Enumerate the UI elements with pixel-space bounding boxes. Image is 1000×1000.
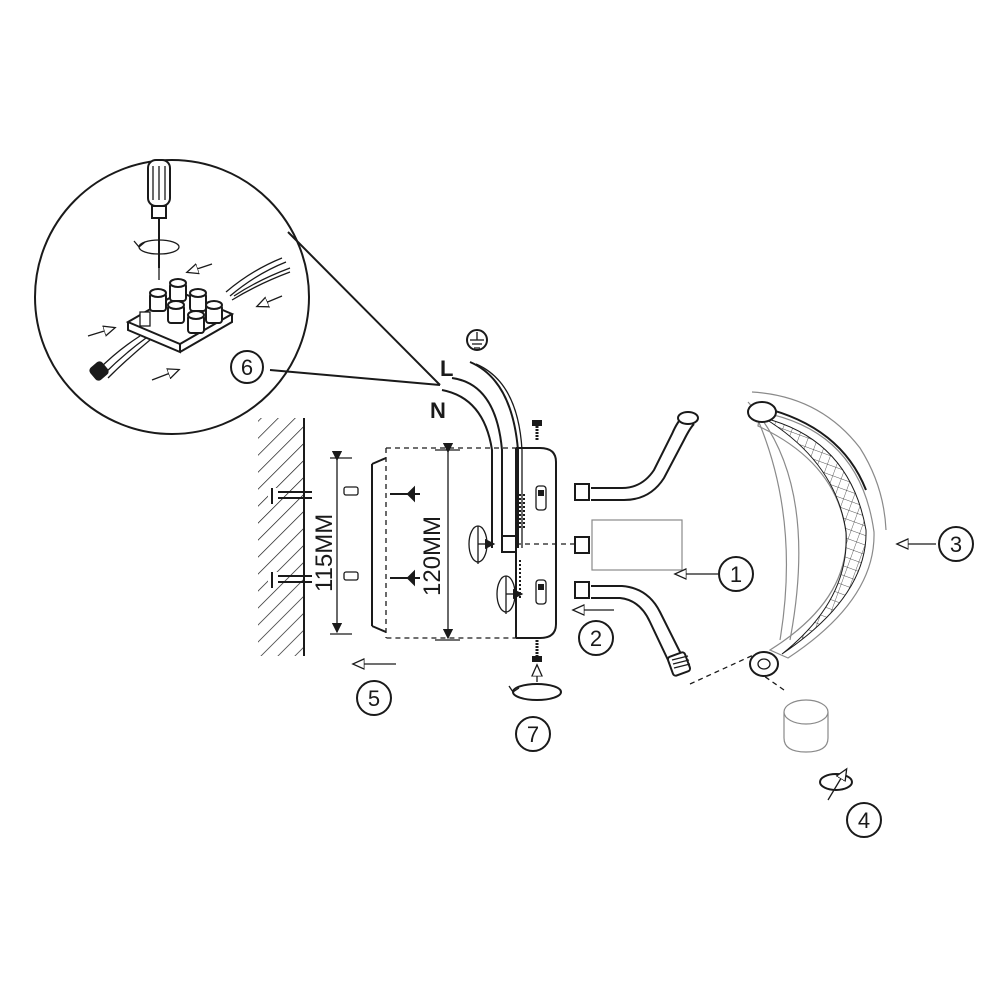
step-7-badge: 7 [515,716,551,752]
dimension-115mm-label: 115MM [311,514,338,592]
neutral-label: N [430,398,446,423]
terminal-block-detail: 6 [34,159,441,435]
mounting-screws [390,485,420,587]
step-3-badge: 3 [938,526,974,562]
plate-center-connector [501,535,576,553]
step-1-number: 1 [730,562,742,587]
end-cap [763,675,853,801]
step-5-badge: 5 [356,680,392,716]
step-2-badge: 2 [578,620,614,656]
fixing-screw-top [532,420,542,440]
detail-wires [89,257,291,381]
wall-anchors [343,486,359,581]
dimension-120mm: 120MM [419,442,460,641]
dimension-120mm-label: 120MM [419,516,446,596]
insert-arrow-icon [87,264,283,381]
arm-thread [666,651,692,677]
step-5-number: 5 [368,686,380,711]
lamp-arms [574,411,761,685]
wall [258,418,312,656]
rotate-arrow-icon [133,239,180,255]
supply-wires: N L [430,329,523,548]
step-1-badge: 1 [718,556,754,592]
step-7-number: 7 [527,722,539,747]
live-label: L [440,356,453,381]
fixing-screw-bottom [508,640,562,701]
mounting-plate-outline [371,447,557,639]
earth-ground-icon [466,329,488,351]
screwdriver-icon [147,159,171,280]
dimension-115mm: 115MM [311,450,352,635]
step-6-badge: 6 [230,350,264,384]
mesh-shade [747,391,887,677]
step-6-number: 6 [241,355,253,380]
step-2-number: 2 [590,626,602,651]
step-4-number: 4 [858,808,870,833]
terminal-block [125,278,235,354]
step-4-badge: 4 [846,802,882,838]
step-arrows [354,544,936,664]
step-3-number: 3 [950,532,962,557]
